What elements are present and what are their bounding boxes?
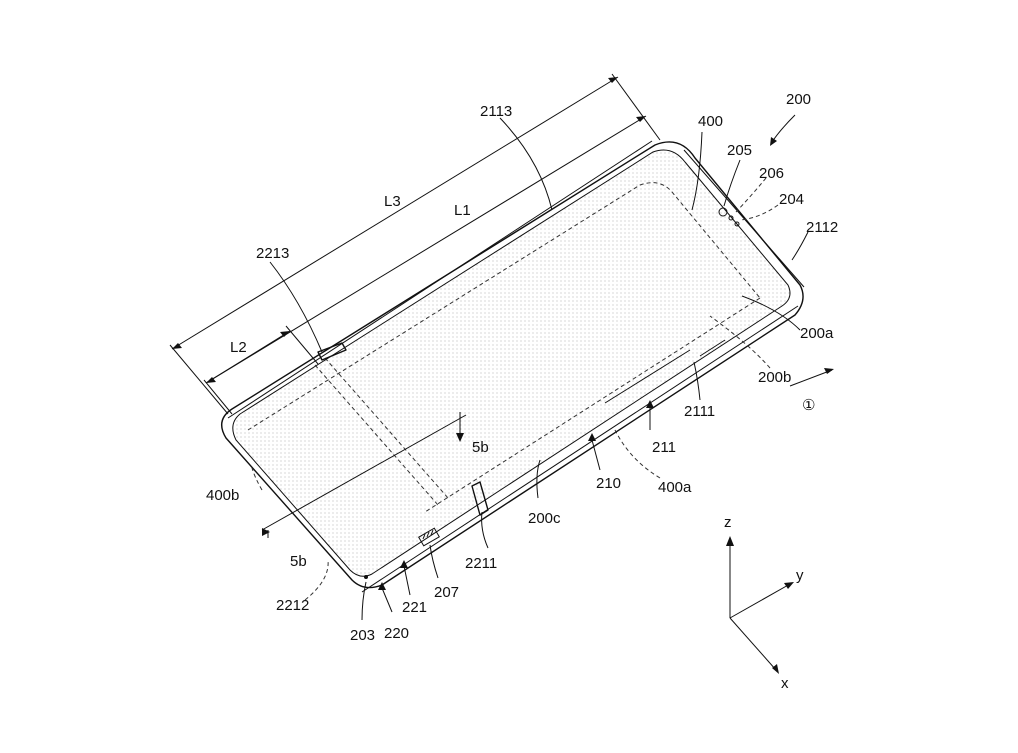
side-ridge	[604, 349, 691, 404]
label-L1: L1	[454, 202, 471, 219]
axis-label-x: x	[781, 675, 789, 692]
device-outer-housing	[220, 141, 804, 589]
label-400b: 400b	[206, 487, 239, 504]
label-200c: 200c	[528, 510, 561, 527]
display-dashed-inner	[247, 182, 761, 431]
label-200a: 200a	[800, 325, 834, 342]
label-2212: 2212	[276, 597, 309, 614]
label-2111: 2111	[684, 403, 715, 420]
camera-lens-icon	[718, 207, 728, 217]
label-2113: 2113	[480, 103, 512, 120]
coordinate-axes	[726, 536, 794, 674]
label-2112: 2112	[806, 219, 838, 236]
side-ridge-2	[699, 339, 726, 357]
rolled-section-dashed-2	[324, 357, 449, 499]
flash-icon	[734, 221, 740, 227]
label-L2: L2	[230, 339, 247, 356]
label-2213: 2213	[256, 245, 289, 262]
pin-hole	[364, 575, 368, 579]
label-400: 400	[698, 113, 723, 130]
speaker-grille	[418, 527, 440, 547]
label-220: 220	[384, 625, 409, 642]
bottom-edge-line	[361, 305, 799, 593]
label-200b: 200b	[758, 369, 791, 386]
axis-label-y: y	[796, 567, 804, 584]
label-206: 206	[759, 165, 784, 182]
sensor-icon	[728, 215, 734, 221]
device-body	[220, 140, 805, 593]
reference-labels: 200 400 2113 205 206 204 2112 L3 L1 2213…	[206, 91, 838, 692]
rolled-section-dashed-1	[314, 364, 439, 506]
label-200: 200	[786, 91, 811, 108]
leader-lines	[251, 114, 809, 621]
label-205: 205	[727, 142, 752, 159]
right-edge-line	[683, 149, 805, 288]
label-circled-1: ①	[802, 397, 815, 414]
slide-cover-bottom	[471, 481, 489, 516]
axis-label-z: z	[724, 514, 732, 531]
display-area	[232, 149, 791, 577]
camera-cluster	[718, 207, 740, 227]
label-2211: 2211	[465, 555, 497, 572]
label-207: 207	[434, 584, 459, 601]
label-5b-bottom: 5b	[290, 553, 307, 570]
dimension-lines	[169, 73, 661, 415]
label-400a: 400a	[658, 479, 692, 496]
label-221: 221	[402, 599, 427, 616]
label-210: 210	[596, 475, 621, 492]
direction-arrow	[789, 368, 834, 387]
slide-cover-top	[317, 342, 347, 361]
section-line-5b	[261, 412, 467, 538]
label-203: 203	[350, 627, 375, 644]
label-L3: L3	[384, 193, 401, 210]
top-edge-line	[227, 140, 653, 419]
label-204: 204	[779, 191, 804, 208]
label-211: 211	[652, 439, 676, 456]
display-dashed-lower	[424, 297, 761, 513]
label-5b-top: 5b	[472, 439, 489, 456]
